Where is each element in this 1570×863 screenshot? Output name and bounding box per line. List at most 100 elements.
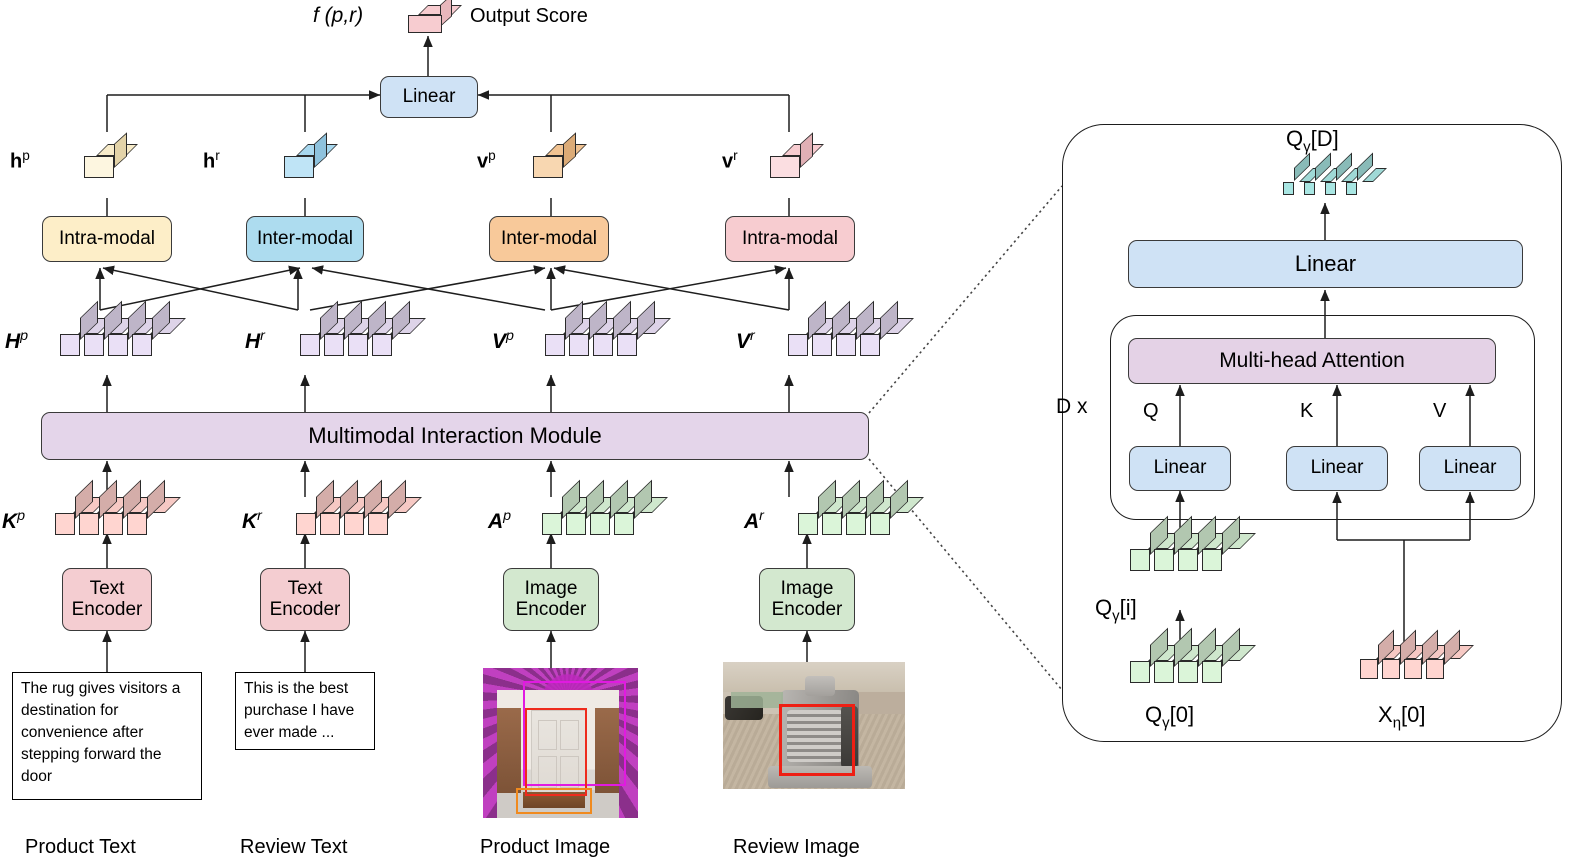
token-cube xyxy=(542,479,596,535)
token-cube xyxy=(566,479,620,535)
ap-sequence xyxy=(542,479,668,535)
vp-sequence xyxy=(545,300,671,356)
q-gamma-0-sequence xyxy=(1130,627,1256,683)
modal-box-inter-1[interactable]: Inter-modal xyxy=(246,216,364,262)
modal-box-label: Inter-modal xyxy=(256,227,354,249)
token-cube xyxy=(300,300,354,356)
review-image-thumbnail[interactable] xyxy=(723,662,905,789)
token-cube xyxy=(1202,627,1256,683)
token-cube xyxy=(545,300,599,356)
token-cube xyxy=(84,300,138,356)
encoder-line2: Encoder xyxy=(71,598,143,620)
detail-panel-outer xyxy=(1062,124,1562,742)
kp-sequence xyxy=(55,479,181,535)
q-linear-box[interactable]: Linear xyxy=(1129,446,1231,491)
image-encoder-review[interactable]: Image Encoder xyxy=(759,568,855,631)
text-encoder-review[interactable]: Text Encoder xyxy=(260,568,350,631)
vp-label: vp xyxy=(477,148,496,173)
mim-label: Multimodal Interaction Module xyxy=(308,423,602,449)
hp-label: hp xyxy=(10,148,30,173)
token-cube xyxy=(132,300,186,356)
token-cube xyxy=(846,479,900,535)
ar-seq-label: Ar xyxy=(744,508,764,533)
hr-seq-label: Hr xyxy=(245,328,265,353)
token-cube xyxy=(1426,629,1474,679)
hr-cube xyxy=(284,132,338,180)
token-cube xyxy=(1130,627,1184,683)
hp-seq-label: Hp xyxy=(5,328,29,353)
ar-sequence xyxy=(798,479,924,535)
token-cube xyxy=(324,300,378,356)
token-cube xyxy=(812,300,866,356)
modal-box-label: Intra-modal xyxy=(741,227,839,249)
modal-box-label: Inter-modal xyxy=(500,227,598,249)
token-cube xyxy=(79,479,133,535)
hr-label: hr xyxy=(203,148,220,173)
product-text-box[interactable]: The rug gives visitors a destination for… xyxy=(12,672,202,800)
token-cube xyxy=(860,300,914,356)
encoder-line2: Encoder xyxy=(771,598,843,620)
top-linear-box[interactable]: Linear xyxy=(380,76,478,118)
token-cube xyxy=(1325,152,1366,195)
modal-box-intra-r[interactable]: Intra-modal xyxy=(725,216,855,262)
v-linear-box[interactable]: Linear xyxy=(1419,446,1521,491)
token-cube xyxy=(344,479,398,535)
token-cube xyxy=(368,479,422,535)
detail-top-linear-box[interactable]: Linear xyxy=(1128,240,1523,288)
token-cube xyxy=(1382,629,1430,679)
x-eta-0-sequence xyxy=(1360,629,1474,679)
modal-box-inter-2[interactable]: Inter-modal xyxy=(489,216,609,262)
caption-review-text: Review Text xyxy=(240,836,348,858)
image-encoder-product[interactable]: Image Encoder xyxy=(503,568,599,631)
token-cube xyxy=(822,479,876,535)
token-cube xyxy=(127,479,181,535)
modal-box-intra-p[interactable]: Intra-modal xyxy=(42,216,172,262)
multimodal-interaction-module[interactable]: Multimodal Interaction Module xyxy=(41,412,869,460)
vr-seq-label: Vr xyxy=(736,328,755,353)
token-cube xyxy=(103,479,157,535)
bbox-red xyxy=(779,704,855,776)
token-cube xyxy=(569,300,623,356)
bbox-red xyxy=(525,708,587,796)
caption-product-text: Product Text xyxy=(25,836,136,858)
multi-head-attention-box[interactable]: Multi-head Attention xyxy=(1128,338,1496,384)
token-cube xyxy=(798,479,852,535)
token-cube xyxy=(1130,515,1184,571)
token-cube xyxy=(788,300,842,356)
k-linear-label: Linear xyxy=(1310,457,1364,479)
bbox-magenta xyxy=(523,681,626,786)
token-cube xyxy=(1178,515,1232,571)
review-text-box[interactable]: This is the best purchase I have ever ma… xyxy=(235,672,375,750)
vr-label: vr xyxy=(722,148,738,173)
token-cube xyxy=(614,479,668,535)
token-cube xyxy=(1304,152,1345,195)
v-linear-label: Linear xyxy=(1443,457,1497,479)
k-linear-box[interactable]: Linear xyxy=(1286,446,1388,491)
v-label: V xyxy=(1433,400,1447,422)
token-cube xyxy=(1360,629,1408,679)
output-score-cube xyxy=(408,0,462,35)
token-cube xyxy=(1154,627,1208,683)
token-cube xyxy=(1202,515,1256,571)
caption-review-image: Review Image xyxy=(733,836,860,858)
q-gamma-i-sequence xyxy=(1130,515,1256,571)
vr-cube xyxy=(770,132,824,180)
detail-panel-inner xyxy=(1110,315,1535,520)
q-label: Q xyxy=(1143,400,1159,422)
encoder-line1: Text xyxy=(89,577,125,599)
token-cube xyxy=(1346,152,1387,195)
token-cube xyxy=(320,479,374,535)
hp-sequence xyxy=(60,300,186,356)
token-cube xyxy=(372,300,426,356)
token-cube xyxy=(108,300,162,356)
output-score-label: Output Score xyxy=(470,5,588,27)
ap-seq-label: Ap xyxy=(488,508,512,533)
text-encoder-product[interactable]: Text Encoder xyxy=(62,568,152,631)
detail-top-linear-label: Linear xyxy=(1294,251,1357,277)
vp-cube xyxy=(533,132,587,180)
token-cube xyxy=(60,300,114,356)
token-cube xyxy=(590,479,644,535)
token-cube xyxy=(1178,627,1232,683)
product-image-thumbnail[interactable] xyxy=(483,668,638,818)
